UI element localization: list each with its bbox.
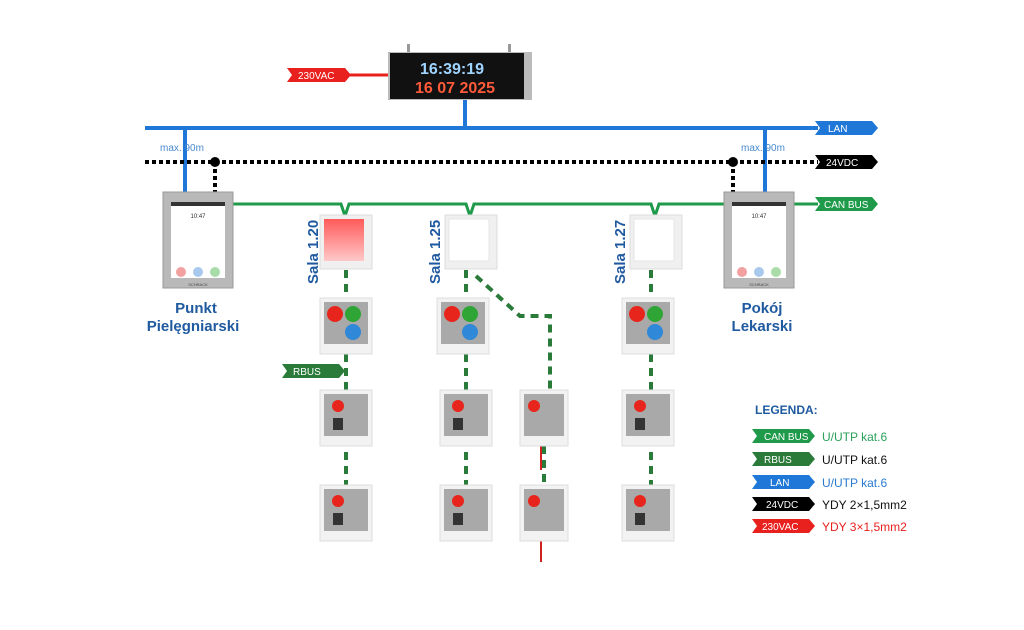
tag-230vac: 230VAC [287,68,351,82]
svg-text:CAN BUS: CAN BUS [764,432,809,443]
call-unit [319,484,373,542]
station-right: 10:47 SCHRACK [723,191,795,289]
room-sala-1-25: Sala 1.25 [427,214,498,284]
clock-display: 16:39:19 16 07 2025 [388,44,532,100]
svg-text:Sala 1.27: Sala 1.27 [612,220,629,284]
svg-text:SCHRACK: SCHRACK [749,282,769,287]
call-unit [621,389,675,447]
pull-cord-unit [519,389,569,447]
call-button-panel [319,297,373,355]
svg-text:YDY 3×1,5mm2: YDY 3×1,5mm2 [822,520,907,534]
station-left-label: Punkt [175,300,217,317]
svg-text:SCHRACK: SCHRACK [188,282,208,287]
tag-lan: LAN [815,121,878,135]
legend-item-rbus: RBUS U/UTP kat.6 [752,452,887,467]
pull-cord-unit [519,484,569,542]
station-right-label: Pokój [742,300,783,317]
svg-text:U/UTP kat.6: U/UTP kat.6 [822,476,887,490]
svg-text:10:47: 10:47 [190,214,206,220]
tag-rbus: RBUS [282,364,345,378]
svg-text:24VDC: 24VDC [826,158,858,169]
svg-text:RBUS: RBUS [293,367,321,378]
room-sala-1-20: Sala 1.20 [305,214,373,284]
legend-item-lan: LAN U/UTP kat.6 [752,475,887,490]
call-unit [439,484,493,542]
station-left: 10:47 SCHRACK [162,191,234,289]
svg-text:YDY 2×1,5mm2: YDY 2×1,5mm2 [822,498,907,512]
tag-can-bus: CAN BUS [815,197,878,211]
svg-text:230VAC: 230VAC [762,522,799,533]
svg-text:Lekarski: Lekarski [732,318,793,335]
legend-title: LEGENDA: [755,403,818,417]
svg-text:Pielęgniarski: Pielęgniarski [147,318,240,335]
clock-time: 16:39:19 [420,61,484,78]
svg-text:24VDC: 24VDC [766,500,798,511]
svg-text:LAN: LAN [770,478,789,489]
room-sala-1-27: Sala 1.27 [612,214,683,284]
svg-text:U/UTP kat.6: U/UTP kat.6 [822,430,887,444]
legend-item-24vdc: 24VDC YDY 2×1,5mm2 [752,497,907,512]
distance-label-left: max. 90m [160,143,204,154]
svg-text:CAN BUS: CAN BUS [824,200,869,211]
svg-text:230VAC: 230VAC [298,71,335,82]
svg-text:10:47: 10:47 [751,214,767,220]
call-unit [621,484,675,542]
svg-text:LAN: LAN [828,124,847,135]
svg-text:Sala 1.25: Sala 1.25 [427,220,444,284]
tag-24vdc: 24VDC [815,155,878,169]
call-unit [439,389,493,447]
legend: LEGENDA: CAN BUS U/UTP kat.6 RBUS U/UTP ka… [752,403,907,534]
svg-text:RBUS: RBUS [764,455,792,466]
call-button-panel [436,297,490,355]
clock-date: 16 07 2025 [415,80,495,97]
legend-item-230vac: 230VAC YDY 3×1,5mm2 [752,519,907,534]
call-unit [319,389,373,447]
svg-text:U/UTP kat.6: U/UTP kat.6 [822,453,887,467]
distance-label-right: max. 90m [741,143,785,154]
svg-text:Sala 1.20: Sala 1.20 [305,220,322,284]
legend-item-can-bus: CAN BUS U/UTP kat.6 [752,429,887,444]
call-button-panel [621,297,675,355]
